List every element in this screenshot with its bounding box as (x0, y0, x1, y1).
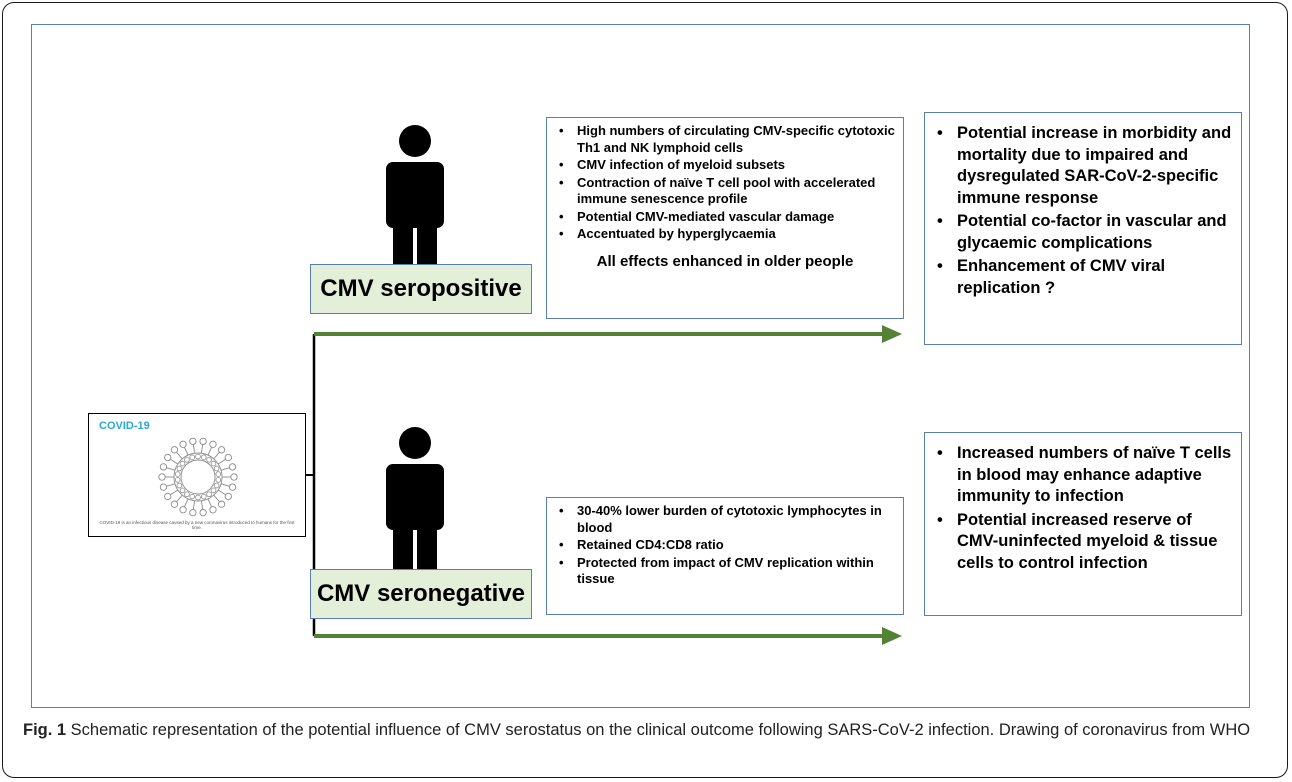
seronegative-outcome-box: Increased numbers of naïve T cells in bl… (924, 432, 1242, 616)
older-people-note: All effects enhanced in older people (596, 252, 854, 270)
list-item: Increased numbers of naïve T cells in bl… (931, 443, 1233, 508)
diagram-panel (31, 24, 1250, 708)
figure-caption-text: Schematic representation of the potentia… (66, 721, 1251, 739)
list-item: Protected from impact of CMV replication… (555, 555, 895, 588)
seropositive-label: CMV seropositive (310, 264, 532, 314)
list-item: Potential CMV-mediated vascular damage (555, 209, 895, 226)
covid-thumbnail: COVID-19 COVID-19 is an infectious disea… (88, 413, 306, 537)
seronegative-effects-list: 30-40% lower burden of cytotoxic lymphoc… (555, 503, 895, 588)
list-item: Accentuated by hyperglycaemia (555, 226, 895, 243)
list-item: High numbers of circulating CMV-specific… (555, 123, 895, 156)
list-item: Contraction of naïve T cell pool with ac… (555, 175, 895, 208)
covid-title: COVID-19 (99, 420, 150, 432)
seropositive-effects-list: High numbers of circulating CMV-specific… (555, 123, 895, 243)
seronegative-outcome-list: Increased numbers of naïve T cells in bl… (931, 443, 1233, 574)
list-item: Enhancement of CMV viral replication ? (931, 256, 1233, 299)
coronavirus-icon (158, 437, 238, 517)
list-item: Potential increased reserve of CMV-uninf… (931, 510, 1233, 575)
figure-label: Fig. 1 (23, 721, 67, 739)
list-item: 30-40% lower burden of cytotoxic lymphoc… (555, 503, 895, 536)
list-item: Potential co-factor in vascular and glyc… (931, 211, 1233, 254)
seropositive-outcome-list: Potential increase in morbidity and mort… (931, 123, 1233, 299)
covid-caption: COVID-19 is an infectious disease caused… (99, 520, 295, 530)
figure-caption: Fig. 1 Schematic representation of the p… (23, 719, 1273, 741)
arrow-bottom-head (882, 627, 902, 645)
seronegative-label: CMV seronegative (310, 569, 532, 619)
list-item: Potential increase in morbidity and mort… (931, 123, 1233, 209)
list-item: CMV infection of myeloid subsets (555, 157, 895, 174)
seropositive-effects-box: High numbers of circulating CMV-specific… (546, 117, 904, 319)
arrow-top-head (882, 325, 902, 343)
list-item: Retained CD4:CD8 ratio (555, 537, 895, 554)
seronegative-effects-box: 30-40% lower burden of cytotoxic lymphoc… (546, 497, 904, 615)
seropositive-outcome-box: Potential increase in morbidity and mort… (924, 112, 1242, 345)
